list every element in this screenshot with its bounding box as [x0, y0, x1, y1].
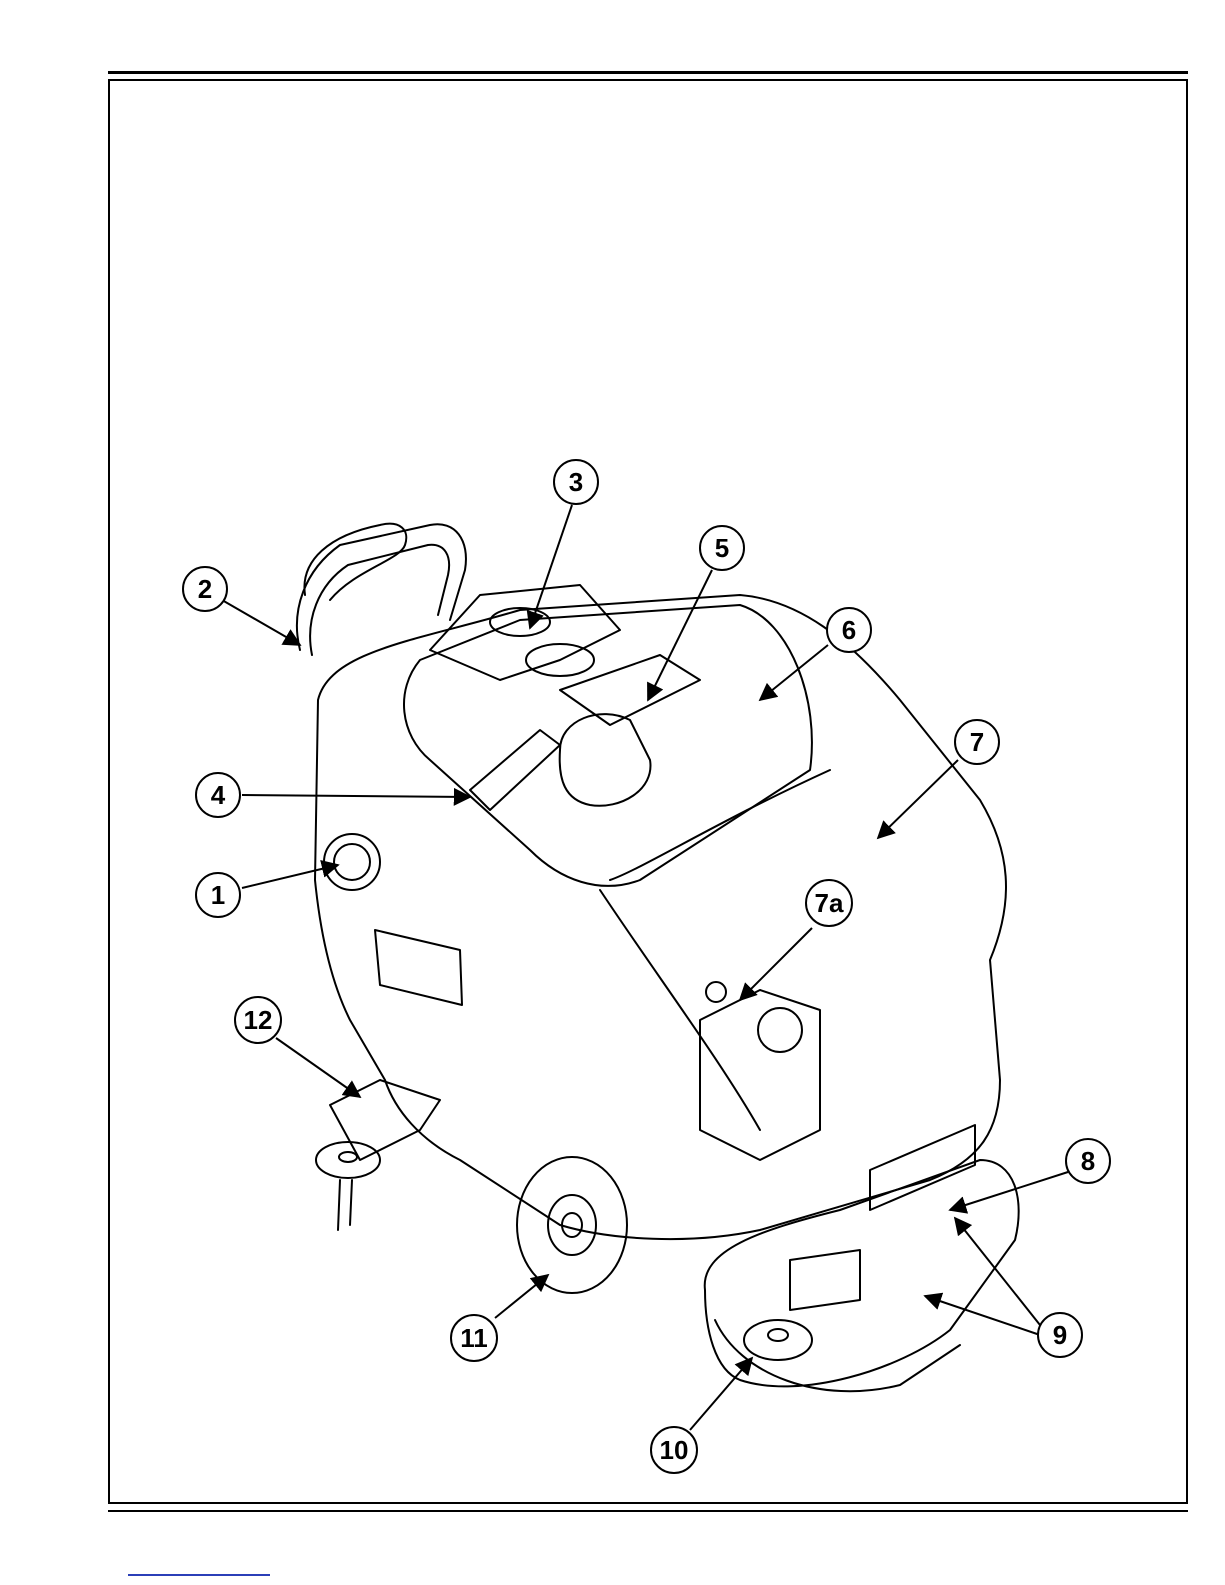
callout-1: 1: [196, 873, 240, 917]
leader-4: [242, 795, 470, 797]
squeegee-assembly: [330, 1080, 440, 1160]
debris-tray: [560, 655, 700, 725]
svg-text:2: 2: [198, 574, 212, 604]
svg-text:7: 7: [970, 727, 984, 757]
svg-text:7a: 7a: [815, 888, 844, 918]
callout-7a: 7a: [806, 880, 852, 926]
callout-12: 12: [235, 997, 281, 1043]
key-switch: [324, 834, 380, 890]
svg-text:3: 3: [569, 467, 583, 497]
svg-text:8: 8: [1081, 1146, 1095, 1176]
callout-10: 10: [651, 1427, 697, 1473]
leader-lines: [222, 505, 1068, 1430]
leader-1: [242, 865, 338, 888]
leader-9a: [955, 1218, 1040, 1325]
leader-7: [878, 760, 958, 838]
recovery-tank-lid: [404, 605, 812, 886]
leader-7a: [740, 928, 812, 1000]
leader-11: [495, 1275, 548, 1318]
leader-5: [648, 570, 712, 700]
svg-text:1: 1: [211, 880, 225, 910]
callout-8: 8: [1066, 1139, 1110, 1183]
callout-6: 6: [827, 608, 871, 652]
svg-text:9: 9: [1053, 1320, 1067, 1350]
solution-tank-cap: [700, 990, 820, 1160]
squeegee-wheel: [316, 1142, 380, 1178]
svg-text:11: 11: [460, 1323, 488, 1353]
leader-3: [530, 505, 572, 628]
svg-text:6: 6: [842, 615, 856, 645]
body-shell: [315, 595, 1006, 1239]
svg-text:5: 5: [715, 533, 729, 563]
float-assembly: [560, 714, 651, 806]
callout-2: 2: [183, 567, 227, 611]
leader-6: [760, 645, 828, 700]
handle-grip: [304, 524, 406, 600]
leader-12: [276, 1038, 360, 1097]
leader-10: [690, 1358, 752, 1430]
svg-text:12: 12: [244, 1005, 273, 1035]
svg-text:4: 4: [211, 780, 226, 810]
callout-4: 4: [196, 773, 240, 817]
callout-7: 7: [955, 720, 999, 764]
callout-9: 9: [1038, 1313, 1082, 1357]
callout-5: 5: [700, 526, 744, 570]
drive-wheel: [517, 1157, 627, 1293]
brush-motor: [790, 1250, 860, 1310]
machine-outline: [297, 524, 1019, 1392]
callout-3: 3: [554, 460, 598, 504]
svg-text:10: 10: [660, 1435, 689, 1465]
side-panel: [375, 930, 462, 1005]
callout-11: 11: [451, 1315, 497, 1361]
leader-2: [222, 600, 300, 645]
leader-8: [950, 1172, 1068, 1210]
filter-cylinder: [470, 730, 560, 810]
